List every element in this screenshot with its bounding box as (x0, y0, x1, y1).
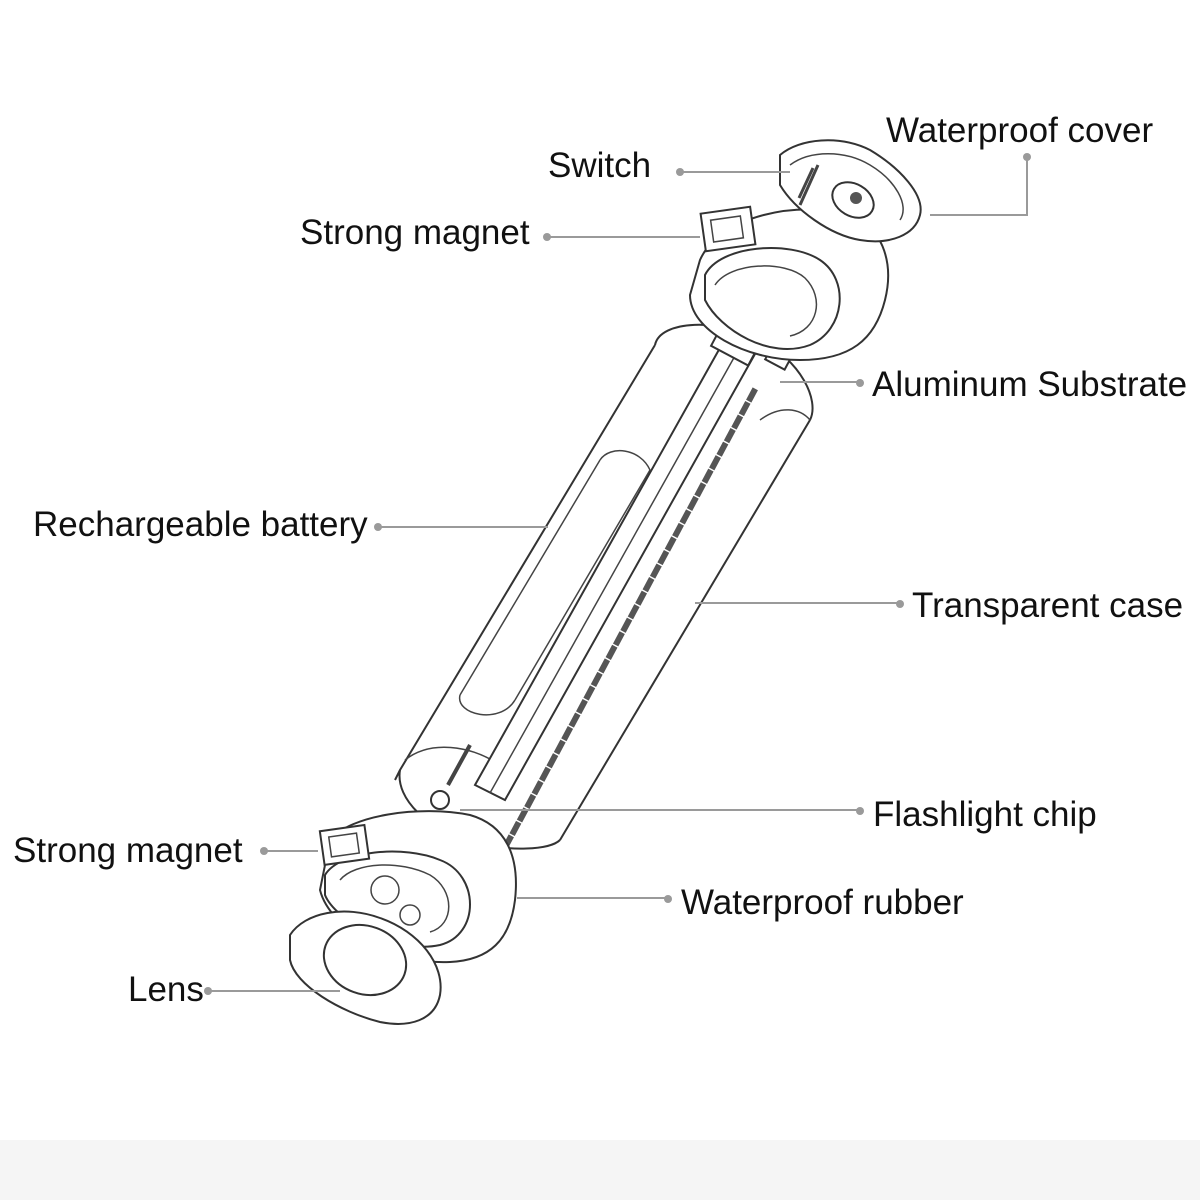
aluminum-substrate-drawing (473, 309, 799, 850)
lens-drawing (289, 910, 442, 1025)
led-chip (694, 482, 707, 498)
led-chip (642, 577, 655, 593)
led-chip (590, 671, 603, 688)
led-chip (716, 441, 729, 457)
label-aluminum-substrate: Aluminum Substrate (872, 365, 1187, 404)
label-flashlight-chip: Flashlight chip (873, 795, 1097, 834)
led-chip (561, 726, 574, 742)
led-chip (738, 400, 751, 417)
led-chip (612, 631, 625, 647)
led-chip (620, 617, 633, 633)
led-chip (731, 414, 744, 430)
led-chip (539, 766, 551, 782)
rechargeable-battery-drawing (459, 450, 651, 716)
led-chip (657, 549, 670, 566)
callout-labels: Waterproof cover Switch Strong magnet Al… (13, 111, 1187, 1009)
led-chip (583, 685, 596, 701)
led-chip (509, 820, 522, 837)
led-chip (672, 522, 684, 539)
label-strong-magnet-bottom: Strong magnet (13, 831, 243, 870)
led-chip (686, 495, 699, 511)
led-chip (568, 712, 581, 728)
led-chip (723, 428, 736, 444)
led-chip (524, 793, 537, 809)
waterproof-cover-drawing (779, 139, 922, 243)
led-chip (553, 739, 566, 755)
bottom-band (0, 1140, 1200, 1200)
label-lens: Lens (128, 970, 204, 1009)
label-waterproof-cover: Waterproof cover (886, 111, 1153, 150)
led-chip (701, 468, 714, 484)
led-chip (605, 644, 618, 660)
led-chip (516, 807, 529, 823)
led-chip (746, 387, 758, 403)
led-chip (627, 604, 640, 620)
led-chip (546, 753, 559, 769)
led-chip (531, 780, 544, 796)
led-chip (649, 563, 662, 579)
led-chip (709, 455, 721, 471)
label-transparent-case: Transparent case (912, 586, 1183, 625)
leader-lines (204, 153, 1031, 995)
led-chip (679, 509, 692, 525)
label-switch: Switch (548, 146, 651, 185)
flashlight-chip-row (502, 387, 758, 850)
top-end-cap-drawing (688, 205, 890, 362)
label-strong-magnet-top: Strong magnet (300, 213, 530, 252)
label-waterproof-rubber: Waterproof rubber (681, 883, 964, 922)
led-chip (576, 698, 588, 715)
label-rechargeable-battery: Rechargeable battery (33, 505, 368, 544)
led-chip (635, 590, 648, 606)
led-chip (664, 536, 677, 552)
led-chip (598, 658, 611, 674)
